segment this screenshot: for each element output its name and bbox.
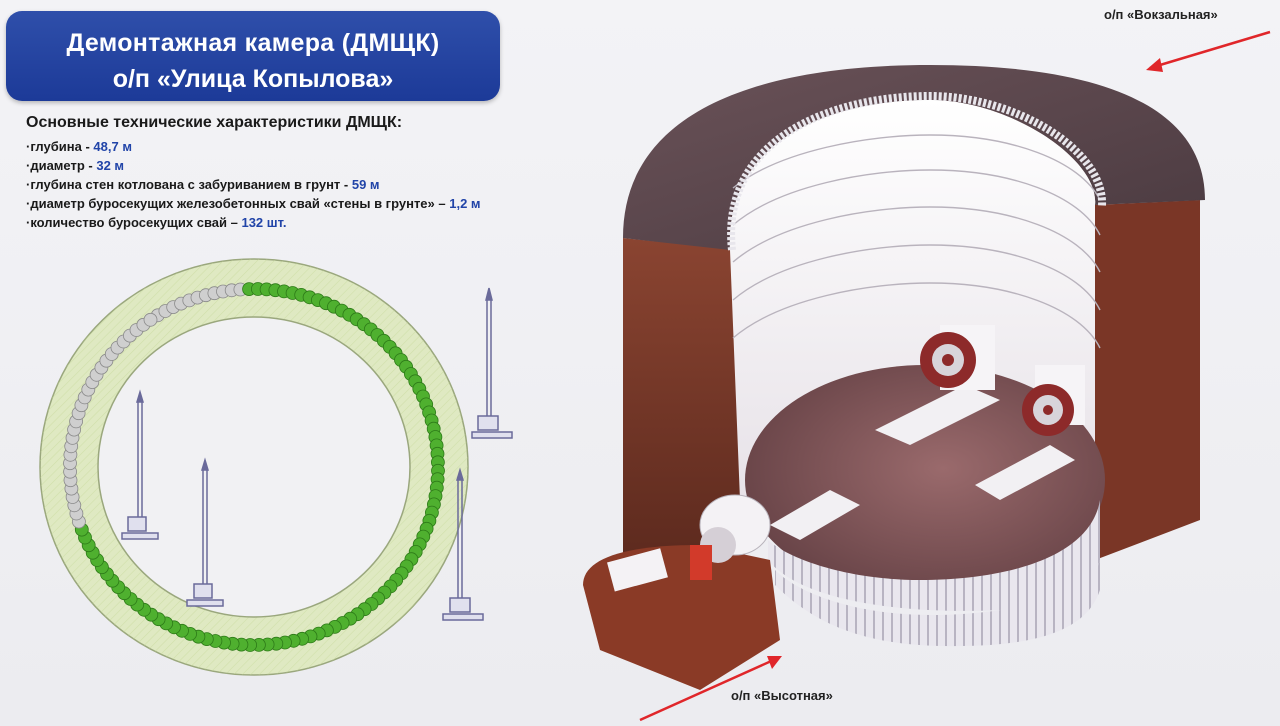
spec-item-wall-depth: ·глубина стен котлована с забуриванием в…: [26, 175, 481, 194]
spec-label: ·диаметр -: [26, 158, 97, 173]
spec-value: 59 м: [351, 177, 380, 192]
spec-label: ·глубина стен котлована с забуриванием в…: [26, 177, 352, 192]
spec-item-depth: ·глубина - 48,7 м: [26, 137, 481, 156]
spec-value: 1,2 м: [449, 196, 481, 211]
spec-item-pile-diameter: ·диаметр буросекущих железобетонных свай…: [26, 194, 481, 213]
spec-label: ·диаметр буросекущих железобетонных свай…: [26, 196, 450, 211]
title-line-1: Демонтажная камера (ДМЩК): [66, 29, 440, 57]
spec-value: 132 шт.: [241, 215, 287, 230]
drill-rig-icon: [471, 287, 513, 439]
arrow-icon: [639, 656, 782, 722]
arrow-icon: [1146, 30, 1271, 72]
title-line-2: о/п «Улица Копылова»: [112, 65, 394, 93]
spec-item-pile-count: ·количество буросекущих свай – 132 шт.: [26, 213, 481, 232]
tbm-machine: [583, 494, 780, 690]
title-banner: Демонтажная камера (ДМЩК) о/п «Улица Коп…: [6, 11, 500, 101]
pile-circles: [63, 282, 445, 652]
spec-item-diameter: ·диаметр - 32 м: [26, 156, 481, 175]
spec-value: 32 м: [96, 158, 125, 173]
spec-label: ·количество буросекущих свай –: [26, 215, 242, 230]
spec-value: 48,7 м: [93, 139, 132, 154]
specs-heading: Основные технические характеристики ДМЩК…: [26, 114, 403, 131]
specs-block: Основные технические характеристики ДМЩК…: [26, 114, 481, 232]
tbm-cutter-head: [920, 325, 995, 390]
tbm-cutter-head: [1022, 365, 1085, 436]
pile-circle: [143, 312, 158, 327]
drill-rig-icon: [186, 457, 224, 607]
shaft-3d-illustration: [583, 65, 1205, 690]
drill-rig-icon: [442, 467, 484, 621]
drill-rig-icon: [121, 389, 159, 540]
pile-ring-plan: [39, 258, 469, 676]
label-vysotnaya: о/п «Высотная»: [731, 688, 833, 703]
spec-label: ·глубина -: [26, 139, 94, 154]
label-vokzalnaya: о/п «Вокзальная»: [1104, 7, 1218, 22]
